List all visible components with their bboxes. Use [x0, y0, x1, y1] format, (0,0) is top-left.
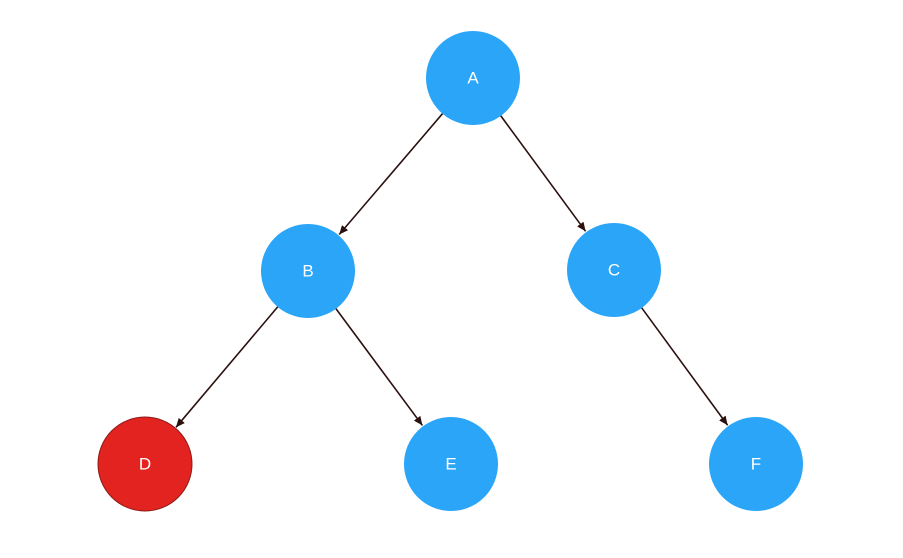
node-circle-d	[97, 416, 193, 512]
node-circle-f	[709, 417, 803, 511]
edges-layer	[175, 111, 729, 428]
node-circle-b	[261, 224, 355, 318]
node-circle-e	[404, 417, 498, 511]
edge-b-e	[334, 306, 424, 426]
node-label-b: B	[302, 262, 313, 281]
node-label-e: E	[445, 455, 456, 474]
edge-c-f	[639, 305, 729, 426]
nodes-layer: A B C D E F	[97, 31, 803, 512]
node-d: D	[97, 416, 193, 512]
node-circle-a	[426, 31, 520, 125]
node-circle-c	[567, 223, 661, 317]
node-a: A	[426, 31, 520, 125]
node-label-f: F	[751, 455, 761, 474]
edge-a-c	[498, 113, 587, 232]
node-f: F	[709, 417, 803, 511]
edge-a-b	[338, 111, 445, 236]
node-b: B	[261, 224, 355, 318]
node-c: C	[567, 223, 661, 317]
node-label-d: D	[139, 455, 151, 474]
node-label-a: A	[467, 69, 479, 88]
node-label-c: C	[608, 261, 620, 280]
node-e: E	[404, 417, 498, 511]
edge-b-d	[175, 304, 280, 428]
